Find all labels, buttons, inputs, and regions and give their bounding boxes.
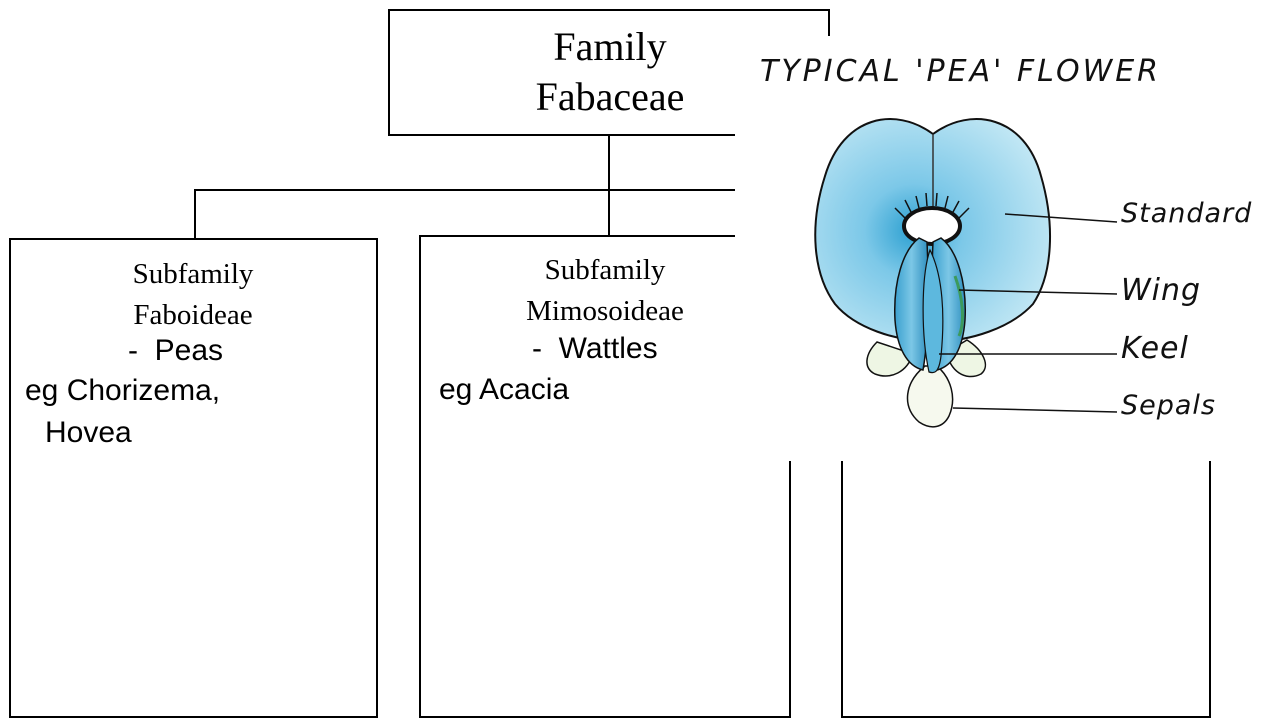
connector-horizontal bbox=[194, 189, 754, 191]
connector-left-drop bbox=[194, 189, 196, 239]
subfamily-common-name: - Wattles bbox=[532, 332, 658, 366]
family-title: Family Fabaceae bbox=[470, 22, 750, 122]
subfamily-heading-faboideae: Subfamily Faboideae bbox=[78, 254, 308, 336]
connector-vertical-main bbox=[608, 136, 610, 237]
family-name: Fabaceae bbox=[470, 72, 750, 122]
label-sepals: Sepals bbox=[1121, 390, 1216, 421]
label-keel: Keel bbox=[1121, 331, 1189, 366]
subfamily-name: Faboideae bbox=[78, 295, 308, 336]
standard-eye bbox=[904, 208, 960, 244]
family-label: Family bbox=[470, 22, 750, 72]
subfamily-example: eg Acacia bbox=[439, 373, 569, 407]
pea-flower-illustration: TYPICAL 'PEA' FLOWER bbox=[735, 36, 1267, 461]
subfamily-label: Subfamily bbox=[78, 254, 308, 295]
label-standard: Standard bbox=[1121, 198, 1252, 229]
subfamily-example-2: Hovea bbox=[45, 416, 132, 450]
label-wing: Wing bbox=[1121, 273, 1201, 308]
subfamily-example: eg Chorizema, bbox=[25, 374, 220, 408]
subfamily-common-name: - Peas bbox=[128, 334, 223, 368]
sepal-bottom bbox=[908, 366, 953, 427]
subfamily-name: Mimosoideae bbox=[490, 291, 720, 332]
leader-sepals bbox=[953, 408, 1117, 412]
subfamily-heading-mimosoideae: Subfamily Mimosoideae bbox=[490, 250, 720, 332]
subfamily-label: Subfamily bbox=[490, 250, 720, 291]
